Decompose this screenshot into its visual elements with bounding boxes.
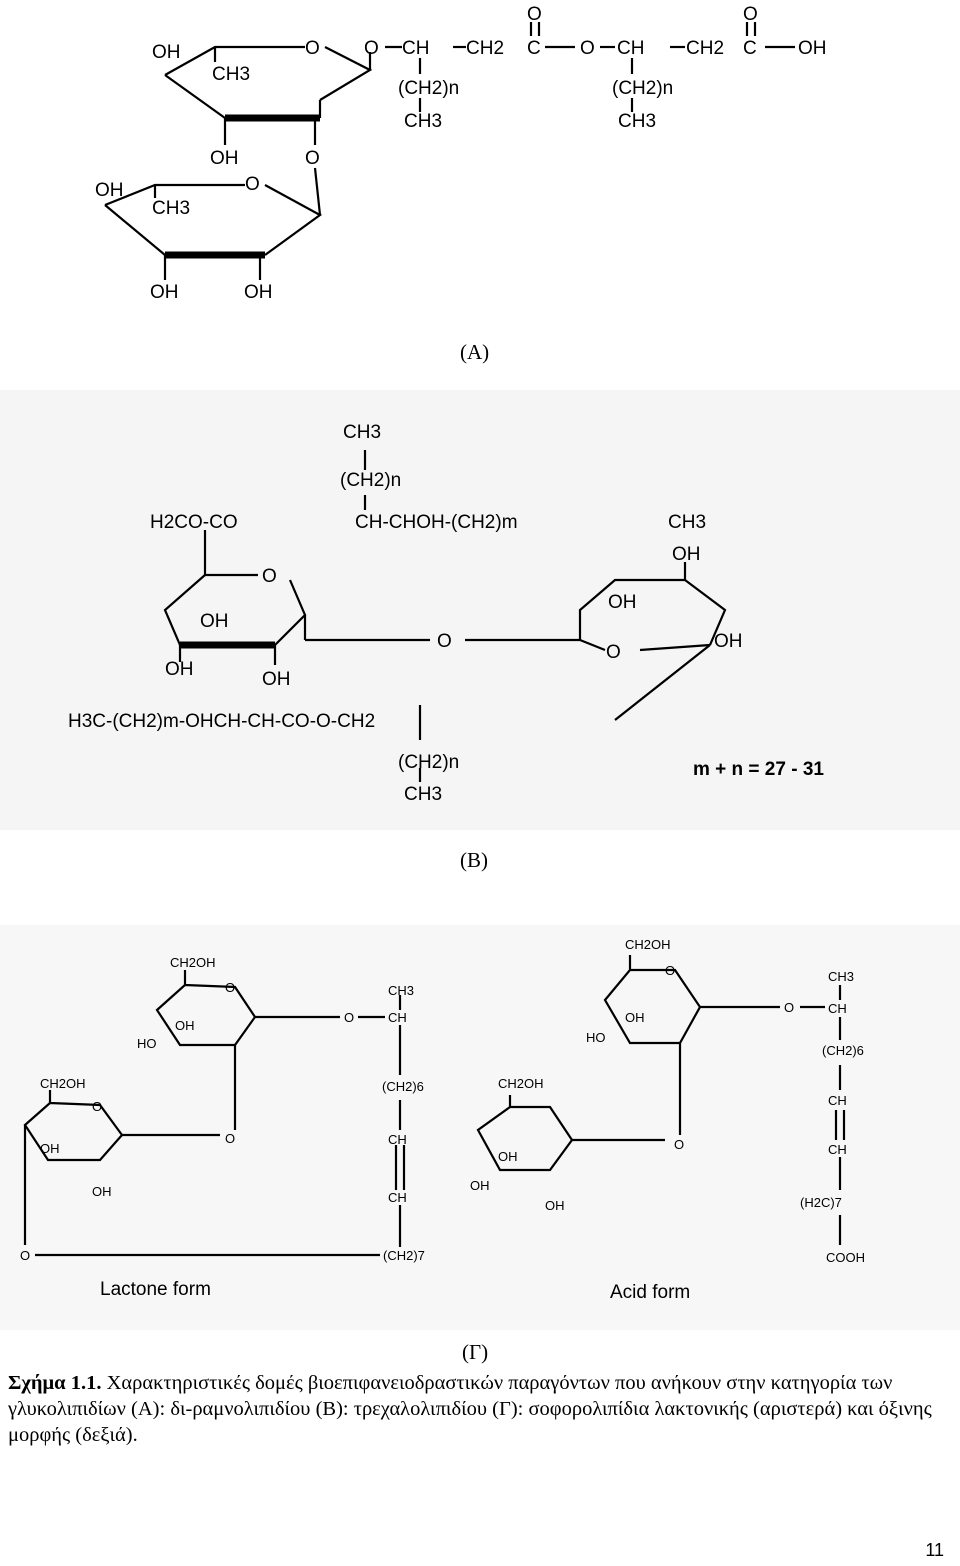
atom-label: OH [210,148,239,169]
figure-b-trehalolipid: CH3 (CH2)n H2CO-CO CH-CHOH-(CH2)m CH3 O … [0,390,960,830]
atom-label: CH2OH [625,937,671,952]
panel-label-c: (Γ) [462,1340,489,1364]
panel-label-a: (Α) [460,340,490,364]
atom-label: CH2OH [170,955,216,970]
chain-label: H3C-(CH2)m-OHCH-CH-CO-O-CH2 [68,711,375,732]
atom-label: CH3 [152,198,190,219]
carbonyl-oxygen: O [527,4,542,25]
glycosidic-oxygen: O [305,148,320,169]
trehalose-right-ring [465,562,727,721]
chain-label: CH3 [404,111,442,132]
atom-label: OH [150,282,179,303]
glycosidic-oxygen: O [784,1000,794,1015]
atom-label: CH3 [212,64,250,85]
chain-label: CH3 [404,784,442,805]
chain-label: H2CO-CO [150,512,238,533]
caption-lead: Σχήμα 1.1. [8,1372,102,1394]
chain-label: CH3 [618,111,656,132]
ring-oxygen: O [225,980,235,995]
atom-label: OH [714,631,743,652]
page-number: 11 [925,1540,944,1560]
chain-label: CH [388,1132,407,1147]
ring-oxygen: O [92,1099,102,1114]
atom-label: OH [165,659,194,680]
figure-c-sophorolipids: CH2OH O OH HO O CH3 CH (CH2)6 CH CH CH2O… [0,925,960,1330]
acid-hydroxyl: OH [798,38,827,59]
lipid-chain-a [385,22,795,112]
atom-label: CH2OH [40,1076,86,1091]
chain-label: CH3 [668,512,706,533]
carbonyl-carbon: C [527,38,541,59]
rhamnose-ring-1 [164,45,373,145]
atom-label: OH [672,544,701,565]
lipid-chains-b [363,450,422,782]
atom-label: OH [625,1010,645,1025]
atom-label: OH [545,1198,565,1213]
atom-label: CH [617,38,644,59]
chain-label: CH3 [828,969,854,984]
formula-constraint: m + n = 27 - 31 [693,759,824,780]
ring-oxygen: O [305,38,320,59]
caption-text: Χαρακτηριστικές δομές βιοεπιφανειοδραστι… [8,1372,932,1446]
glycosidic-oxygen: O [437,631,452,652]
chain-label: (H2C)7 [800,1195,842,1210]
chain-label: (CH2)n [340,470,401,491]
chain-label: CH [828,1001,847,1016]
glycosidic-oxygen: O [364,38,379,59]
atom-label: OH [40,1141,60,1156]
chain-label: CH3 [388,983,414,998]
chain-label: CH [388,1190,407,1205]
atom-label: HO [586,1030,606,1045]
lactone-form-label: Lactone form [100,1279,211,1300]
chain-label: CH [828,1093,847,1108]
ring-oxygen: O [245,174,260,195]
atom-label: OH [152,42,181,63]
chain-label: CH [388,1010,407,1025]
lactone-oxygen: O [20,1248,30,1263]
carbonyl-carbon: C [743,38,757,59]
carboxyl-group: COOH [826,1250,865,1265]
ring-oxygen: O [262,566,277,587]
glycosidic-oxygen: O [674,1137,684,1152]
atom-label: OH [244,282,273,303]
atom-label: OH [175,1018,195,1033]
atom-label: HO [137,1036,157,1051]
atom-label: OH [262,669,291,690]
atom-label: CH [402,38,429,59]
atom-label: OH [498,1149,518,1164]
lactone-structure [23,970,406,1257]
carbonyl-oxygen: O [743,4,758,25]
ring-oxygen: O [606,642,621,663]
glycosidic-oxygen: O [344,1010,354,1025]
atom-label: OH [95,180,124,201]
chain-label: (CH2)n [612,78,673,99]
chain-label: CH-CHOH-(CH2)m [355,512,518,533]
chain-label: CH [828,1142,847,1157]
atom-label: CH2OH [498,1076,544,1091]
glycosidic-oxygen: O [225,1131,235,1146]
chain-label: CH3 [343,422,381,443]
ester-oxygen: O [580,38,595,59]
atom-label: OH [92,1184,112,1199]
atom-label: OH [608,592,637,613]
chain-label: (CH2)6 [382,1079,424,1094]
rhamnose-ring-2 [104,167,323,280]
acid-form-label: Acid form [610,1282,690,1303]
atom-label: OH [470,1178,490,1193]
chain-label: (CH2)n [398,78,459,99]
panel-label-b: (Β) [460,848,488,872]
atom-label: CH2 [466,38,504,59]
figure-caption: Σχήμα 1.1. Χαρακτηριστικές δομές βιοεπιφ… [8,1370,956,1448]
figure-a-dirhamnolipid: OH CH3 O O CH CH2 C O O CH CH2 C O OH (C… [95,4,827,303]
chain-label: (CH2)6 [822,1043,864,1058]
atom-label: OH [200,611,229,632]
ring-oxygen: O [665,963,675,978]
atom-label: CH2 [686,38,724,59]
chain-label: (CH2)n [398,752,459,773]
trehalose-left-ring [163,530,430,665]
acid-structure [476,955,846,1245]
chain-label: (CH2)7 [383,1248,425,1263]
